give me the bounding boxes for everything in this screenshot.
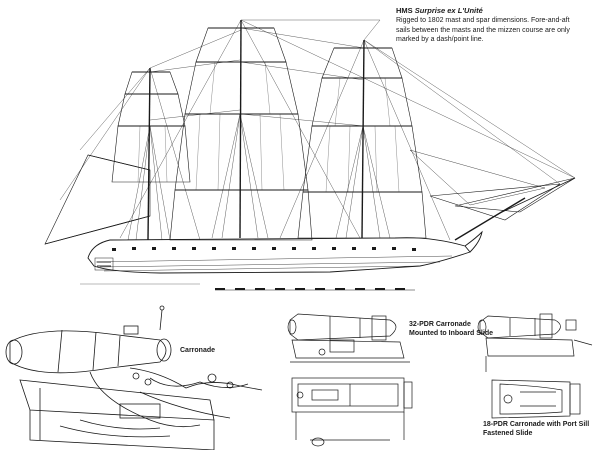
plan-title: HMS Surprise ex L'Unité [396,6,483,15]
carronade-18pdr-drawing [477,313,593,419]
carronade-18pdr-label: 18-PDR Carronade with Port Sill Fastened… [483,421,590,437]
ship-hull [87,230,483,274]
masts [44,19,576,245]
plan-description: Rigged to 1802 mast and spar dimensions.… [396,17,570,43]
title-prefix: HMS [396,6,415,15]
scale-bar [80,283,415,291]
square-sails [111,27,427,241]
headsails [44,149,576,245]
carronade-32pdr-label: 32-PDR Carronade Mounted to Inboard Slid… [409,321,493,337]
carronade-32pdr-drawing [287,313,413,447]
title-ship-name: Surprise ex L'Unité [414,6,483,15]
yards [118,27,422,193]
rigging [59,19,576,241]
carronade-perspective-drawing [5,305,263,450]
carronade-label: Carronade [180,347,216,354]
